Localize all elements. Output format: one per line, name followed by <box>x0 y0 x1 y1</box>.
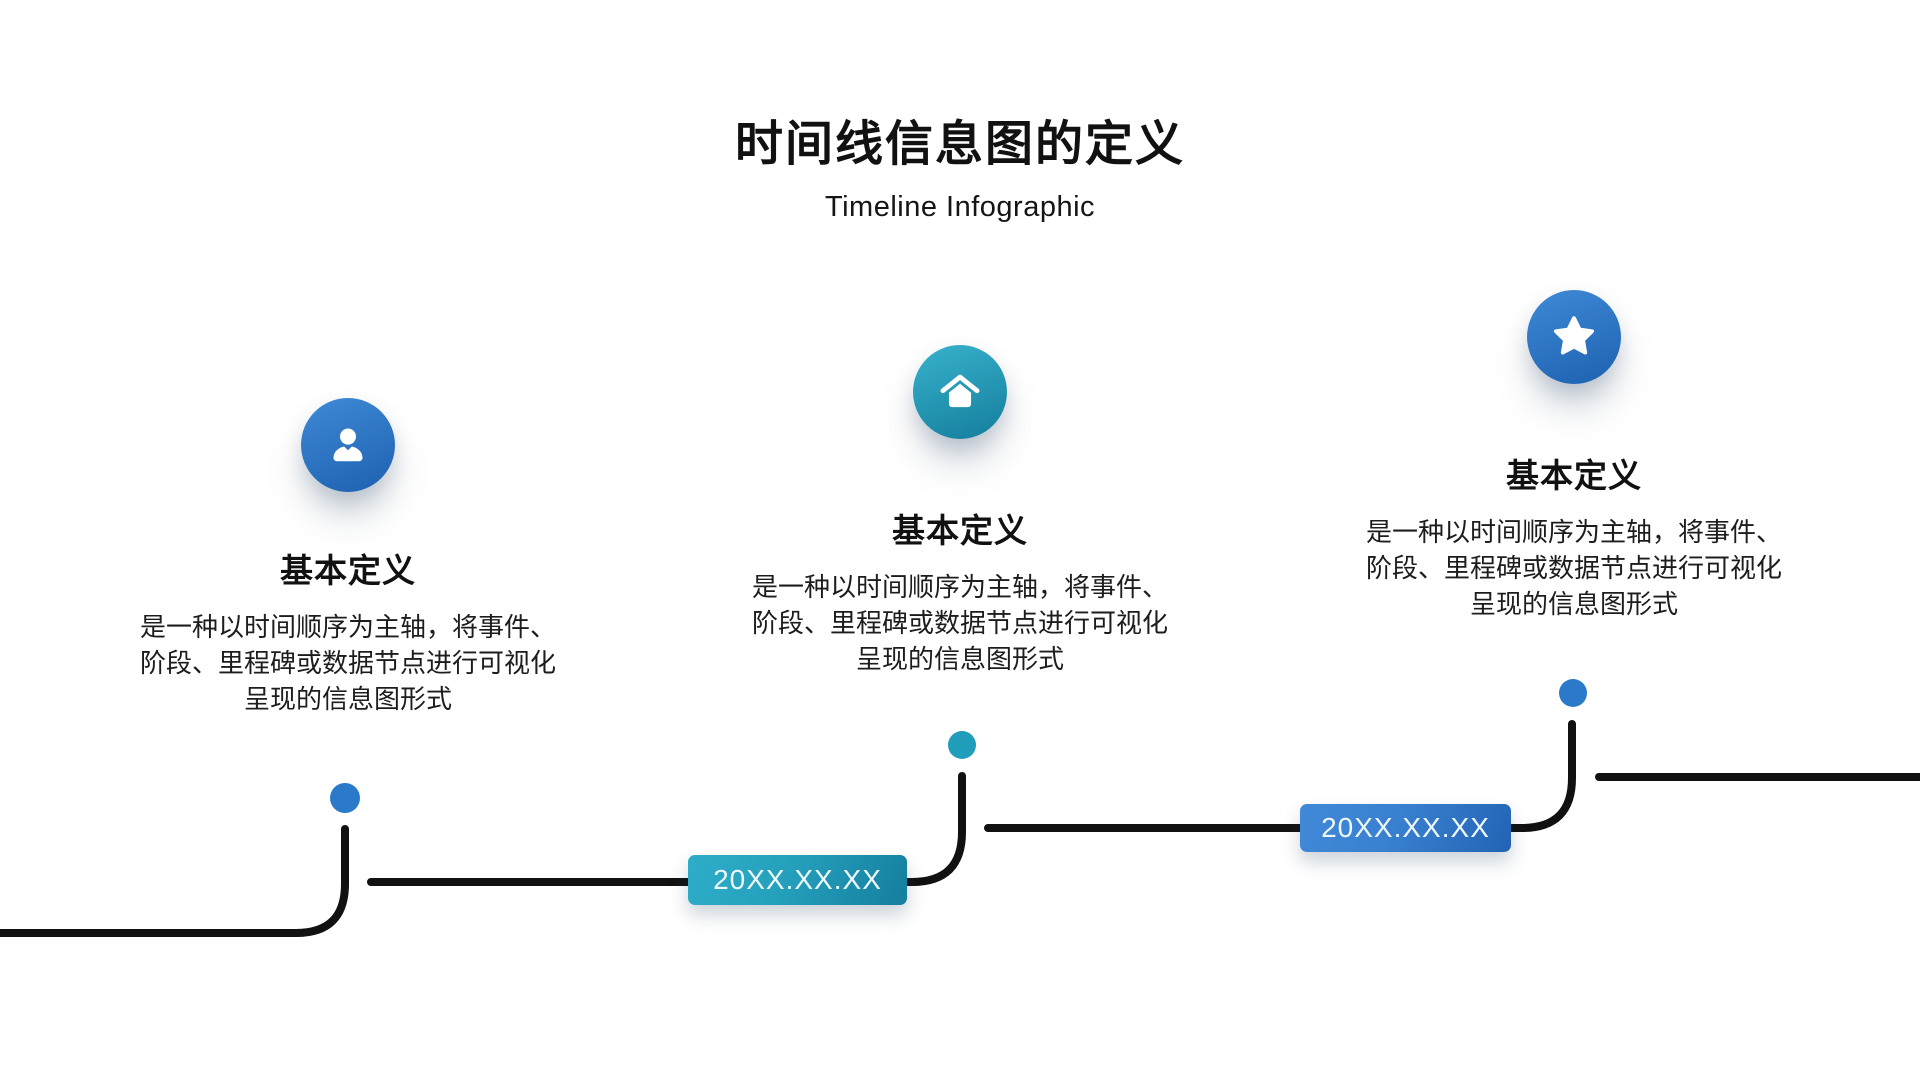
home-icon <box>940 374 980 408</box>
card-heading: 基本定义 <box>1506 457 1642 494</box>
timeline-dot-1 <box>330 783 360 813</box>
star-icon <box>1553 316 1595 355</box>
timeline-dot-3 <box>1559 679 1587 707</box>
star-icon-circle <box>1527 290 1621 384</box>
page-subtitle: Timeline Infographic <box>824 191 1096 223</box>
date-badge-2: 20XX.XX.XX <box>1300 804 1511 852</box>
card-body: 是一种以时间顺序为主轴，将事件、阶段、里程碑或数据节点进行可视化呈现的信息图形式 <box>1365 517 1782 619</box>
timeline-segment-1 <box>0 825 349 937</box>
card-body: 是一种以时间顺序为主轴，将事件、阶段、里程碑或数据节点进行可视化呈现的信息图形式 <box>139 612 556 714</box>
timeline-item-3: 基本定义 是一种以时间顺序为主轴，将事件、阶段、里程碑或数据节点进行可视化呈现的… <box>1344 290 1804 622</box>
timeline-item-2: 基本定义 是一种以时间顺序为主轴，将事件、阶段、里程碑或数据节点进行可视化呈现的… <box>730 345 1190 677</box>
timeline-item-1: 基本定义 是一种以时间顺序为主轴，将事件、阶段、里程碑或数据节点进行可视化呈现的… <box>118 398 578 717</box>
card-heading: 基本定义 <box>280 552 416 589</box>
timeline-dot-2 <box>948 731 976 759</box>
date-badge-2-label: 20XX.XX.XX <box>1321 812 1490 843</box>
user-icon <box>333 428 363 462</box>
card-body: 是一种以时间顺序为主轴，将事件、阶段、里程碑或数据节点进行可视化呈现的信息图形式 <box>751 572 1168 674</box>
user-icon-circle <box>301 398 395 492</box>
timeline-segment-2 <box>367 772 966 886</box>
page-title: 时间线信息图的定义 <box>734 118 1185 171</box>
date-badge-1-label: 20XX.XX.XX <box>713 864 882 895</box>
date-badge-1: 20XX.XX.XX <box>688 855 907 905</box>
card-heading: 基本定义 <box>892 512 1028 549</box>
home-icon-circle <box>913 345 1007 439</box>
timeline-segment-3 <box>984 720 1576 832</box>
